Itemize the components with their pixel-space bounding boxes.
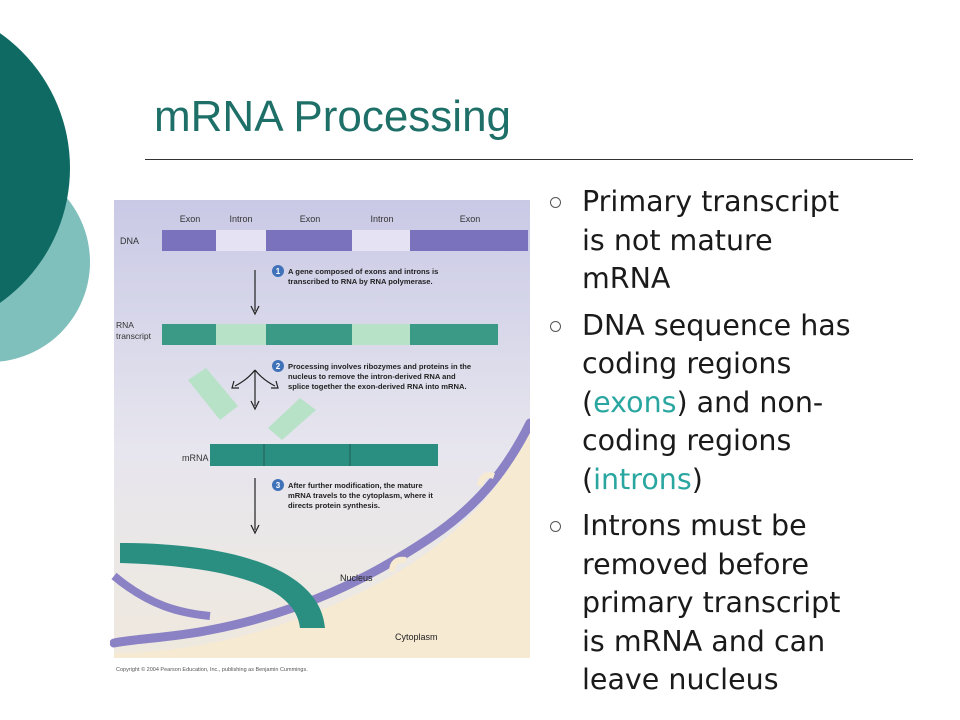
cytoplasm-label: Cytoplasm bbox=[395, 632, 438, 642]
step-3-text-line2: mRNA travels to the cytoplasm, where it bbox=[288, 491, 433, 500]
bullet-2-line-2: coding regions bbox=[582, 347, 792, 380]
splice-arrow-right bbox=[254, 369, 276, 387]
mrna-label: mRNA bbox=[182, 453, 209, 463]
segment-label-exon-1: Exon bbox=[180, 214, 201, 224]
nucleus-label: Nucleus bbox=[340, 573, 373, 583]
dna-exon-1 bbox=[162, 230, 216, 251]
step-2-text-line2: nucleus to remove the intron-derived RNA… bbox=[288, 372, 456, 381]
step-3-text-line1: After further modification, the mature bbox=[288, 481, 423, 490]
bullet-2-open-paren-2: ( bbox=[582, 462, 594, 496]
bullet-1-line-1: Primary transcript bbox=[582, 185, 840, 218]
step-3-number: 3 bbox=[276, 481, 281, 490]
bullet-3-line-4: is mRNA and can bbox=[582, 624, 826, 658]
cytoplasm-region bbox=[114, 428, 530, 658]
title-divider bbox=[145, 159, 913, 160]
rna-transcript-label-line1: RNA bbox=[116, 320, 134, 330]
exported-mrna-band bbox=[120, 543, 325, 628]
bullet-3-line-3: primary transcript bbox=[582, 586, 841, 619]
step-3-badge bbox=[272, 479, 284, 491]
step-1-text-line2: transcribed to RNA by RNA polymerase. bbox=[288, 277, 433, 286]
rna-intron-1 bbox=[216, 324, 266, 345]
excised-intron-right bbox=[268, 398, 316, 440]
bullet-2-line-4: coding regions bbox=[582, 424, 792, 457]
rna-transcript-label-line2: transcript bbox=[116, 331, 152, 341]
dna-exon-3 bbox=[410, 230, 528, 251]
dna-label: DNA bbox=[120, 236, 139, 246]
dna-intron-2 bbox=[352, 230, 410, 251]
dna-exon-2 bbox=[266, 230, 352, 251]
nuclear-pore-lower bbox=[389, 556, 407, 573]
step-1-badge bbox=[272, 265, 284, 277]
step-2-number: 2 bbox=[276, 362, 281, 371]
nuclear-pore-upper bbox=[477, 472, 495, 487]
slide-title: mRNA Processing bbox=[154, 92, 512, 141]
bullet-2-open-paren-1: ( bbox=[582, 385, 594, 419]
splice-arrow-right-head bbox=[271, 380, 279, 389]
excised-intron-left bbox=[188, 368, 238, 420]
rna-exon-2 bbox=[266, 324, 352, 345]
splice-arrow-left-head bbox=[231, 380, 239, 389]
rna-exon-1 bbox=[162, 324, 216, 345]
bullet-2-close-paren: ) bbox=[691, 462, 703, 496]
bullet-item-2: DNA sequence has coding regions (exons) … bbox=[548, 307, 908, 500]
bullet-1-line-2: is not mature bbox=[582, 223, 773, 257]
exons-term: exons bbox=[593, 385, 677, 419]
step-3-text-line3: directs protein synthesis. bbox=[288, 501, 380, 510]
mrna-processing-figure: Exon Intron Exon Intron Exon DNA 1 A gen… bbox=[110, 200, 530, 673]
segment-label-exon-3: Exon bbox=[460, 214, 481, 224]
bullet-3-line-5: leave nucleus bbox=[582, 663, 779, 696]
bullet-item-3: Introns must be removed before primary t… bbox=[548, 507, 908, 700]
rna-exon-3 bbox=[410, 324, 498, 345]
bullet-3-line-1: Introns must be bbox=[582, 509, 807, 542]
introns-term: introns bbox=[593, 462, 692, 496]
bullet-2-line-1: DNA sequence has bbox=[582, 308, 851, 342]
mrna-exon-1 bbox=[210, 444, 264, 466]
segment-label-intron-1: Intron bbox=[229, 214, 252, 224]
segment-label-intron-2: Intron bbox=[370, 214, 393, 224]
bullet-3-line-2: removed before bbox=[582, 547, 810, 581]
arrow-1-head bbox=[250, 305, 260, 316]
step-1-number: 1 bbox=[276, 267, 281, 276]
bullet-list: Primary transcript is not mature mRNA DN… bbox=[548, 183, 908, 708]
bullet-2-line-3-rest: ) and non- bbox=[676, 385, 824, 419]
step-2-badge bbox=[272, 360, 284, 372]
splice-arrow-left bbox=[234, 369, 256, 387]
step-2-text-line3: splice together the exon-derived RNA int… bbox=[288, 382, 467, 391]
step-1-text-line1: A gene composed of exons and introns is bbox=[288, 267, 438, 276]
copyright-text: Copyright © 2004 Pearson Education, Inc.… bbox=[116, 666, 308, 673]
arrow-2-head bbox=[250, 400, 260, 411]
segment-label-exon-2: Exon bbox=[300, 214, 321, 224]
nuclear-envelope bbox=[110, 418, 530, 648]
bullet-1-line-3: mRNA bbox=[582, 262, 671, 295]
dna-intron-1 bbox=[216, 230, 266, 251]
circle-bullet-icon bbox=[550, 197, 561, 208]
bullet-item-1: Primary transcript is not mature mRNA bbox=[548, 183, 908, 299]
dark-teal-circle bbox=[0, 33, 70, 303]
step-2-text-line1: Processing involves ribozymes and protei… bbox=[288, 362, 471, 371]
mrna-exon-3 bbox=[350, 444, 438, 466]
rna-intron-2 bbox=[352, 324, 410, 345]
arrow-3-head bbox=[250, 524, 260, 535]
circle-bullet-icon bbox=[550, 521, 561, 532]
circle-bullet-icon bbox=[550, 320, 561, 332]
envelope-left-arc bbox=[111, 572, 211, 620]
mrna-exon-2 bbox=[264, 444, 350, 466]
